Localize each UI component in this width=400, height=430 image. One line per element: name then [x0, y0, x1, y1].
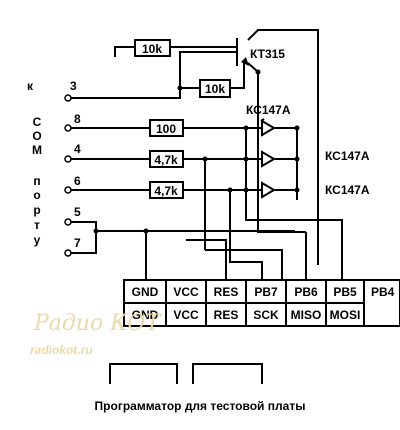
com-port-label-char: к: [27, 79, 34, 93]
resistor-mosi: 100: [149, 119, 184, 137]
svg-text:КС147А: КС147А: [325, 183, 370, 197]
programming-header: GND VCC RES PB7 PB6 PB5 PB4 GND VCC RES …: [123, 279, 400, 327]
radiokot-watermark: Радио КОТ radiokot.ru: [30, 311, 162, 357]
com-port-label-char: М: [32, 143, 42, 157]
svg-text:radiokot.ru: radiokot.ru: [30, 343, 93, 357]
resistor-base: 10k: [199, 79, 231, 98]
zener-diode: КС147А: [261, 149, 370, 168]
header-pin-label: PB4: [371, 285, 395, 299]
port-pin-number: 5: [74, 205, 81, 219]
svg-text:10k: 10k: [142, 42, 162, 56]
resistor-top: 10k: [134, 39, 171, 57]
com-port-label-char: р: [33, 203, 40, 217]
port-pin-number: 3: [70, 79, 77, 93]
svg-text:КТ315: КТ315: [250, 47, 285, 61]
test-board-outline: [109, 363, 263, 384]
resistor-reset: 4,7k: [149, 181, 184, 199]
svg-text:100: 100: [156, 122, 176, 136]
svg-text:Радио КОТ: Радио КОТ: [33, 311, 162, 336]
resistor-sck: 4,7k: [149, 150, 184, 168]
header-pin-label: PB5: [333, 285, 357, 299]
transistor-symbol: КТ315: [236, 38, 285, 66]
com-port-label-char: С: [33, 115, 42, 129]
port-pin-number: 6: [74, 174, 81, 188]
zener-diode: КС147А: [261, 181, 370, 199]
svg-text:КС147А: КС147А: [325, 149, 370, 163]
header-pin-label: RES: [214, 285, 239, 299]
header-pin-label: MISO: [291, 308, 322, 322]
port-pin-number: 7: [74, 236, 81, 250]
svg-text:КС147А: КС147А: [246, 103, 291, 117]
header-pin-label: RES: [214, 308, 239, 322]
port-pin-number: 4: [74, 142, 81, 156]
com-port-label-char: п: [33, 174, 40, 188]
junctions: [93, 69, 300, 234]
header-pin-label: VCC: [173, 285, 199, 299]
port-pin-number: 8: [74, 112, 81, 126]
com-terminals: [64, 94, 72, 257]
figure-caption: Программатор для тестовой платы: [95, 399, 306, 413]
header-pin-label: GND: [132, 308, 159, 322]
zener-diode: КС147А: [246, 103, 291, 137]
svg-text:4,7k: 4,7k: [154, 184, 178, 198]
svg-text:10k: 10k: [205, 82, 225, 96]
com-port-label-char: т: [34, 218, 40, 232]
com-port-label-char: о: [33, 188, 40, 202]
svg-text:4,7k: 4,7k: [154, 153, 178, 167]
com-port-label: к С О М п о р т у: [27, 79, 42, 247]
header-pin-label: MOSI: [330, 308, 361, 322]
header-pin-label: PB6: [294, 285, 318, 299]
header-pin-label: PB7: [254, 285, 278, 299]
header-pin-label: VCC: [173, 308, 199, 322]
header-pin-label: SCK: [253, 308, 279, 322]
header-pin-label: GND: [132, 285, 159, 299]
com-port-label-char: О: [32, 129, 41, 143]
com-port-label-char: у: [34, 233, 41, 247]
wires: [68, 29, 343, 282]
